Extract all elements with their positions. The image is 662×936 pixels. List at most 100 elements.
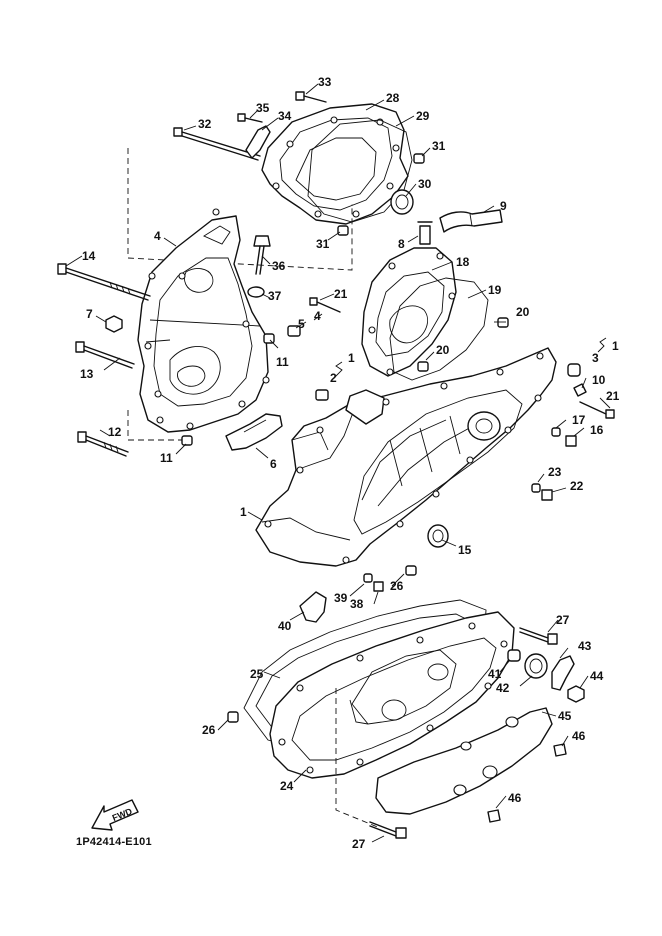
bolt-12 <box>77 431 129 457</box>
callout-14: 14 <box>82 249 96 263</box>
callout-31-upper: 31 <box>432 139 446 153</box>
dowel-20-right <box>497 317 509 328</box>
callout-23: 23 <box>548 465 562 479</box>
dipstick-36 <box>253 235 271 275</box>
dowel-41 <box>507 649 521 662</box>
dowel-2 <box>315 389 329 401</box>
callout-5: 5 <box>298 317 305 331</box>
bolt-38 <box>373 581 384 592</box>
o-ring-37 <box>247 286 265 298</box>
nut-7 <box>105 315 123 333</box>
callout-32: 32 <box>198 117 212 131</box>
dashed-guide-left <box>127 410 190 441</box>
bolt-46-lower <box>487 809 501 823</box>
callout-15: 15 <box>458 543 472 557</box>
callout-1-a: 1 <box>348 351 355 365</box>
oil-seal-15 <box>427 524 449 548</box>
callout-21-right: 21 <box>606 389 620 403</box>
callout-1-main: 1 <box>240 505 247 519</box>
bolt-32 <box>173 127 261 161</box>
callout-36: 36 <box>272 259 286 273</box>
callout-16: 16 <box>590 423 604 437</box>
callout-19: 19 <box>488 283 502 297</box>
dowel-20-lower <box>417 361 429 372</box>
nut-44 <box>567 685 585 703</box>
bolt-27-upper <box>519 627 558 645</box>
callout-39: 39 <box>334 591 348 605</box>
leader-lines <box>65 83 611 843</box>
bolt-22 <box>541 489 553 501</box>
dowel-26-upper <box>405 565 417 576</box>
callout-41: 41 <box>488 667 502 681</box>
callout-30: 30 <box>418 177 432 191</box>
plate-43 <box>551 655 575 691</box>
callout-3: 3 <box>592 351 599 365</box>
callout-28: 28 <box>386 91 400 105</box>
dowel-11-upper <box>263 333 275 344</box>
callout-33: 33 <box>318 75 332 89</box>
callout-2: 2 <box>330 371 337 385</box>
callout-27-upper: 27 <box>556 613 570 627</box>
bolt-16 <box>565 435 577 447</box>
callout-17: 17 <box>572 413 586 427</box>
callout-10: 10 <box>592 373 606 387</box>
callout-4-left: 4 <box>154 229 161 243</box>
washer-23 <box>531 483 541 493</box>
callout-7: 7 <box>86 307 93 321</box>
bolt-27-lower <box>369 821 407 839</box>
dowel-26-lower <box>227 711 239 723</box>
callout-26-upper: 26 <box>390 579 404 593</box>
bolt-46-upper <box>553 743 567 757</box>
oil-seal-30 <box>390 189 414 215</box>
crankcase-cover-24 <box>269 611 515 779</box>
callout-20-right: 20 <box>516 305 530 319</box>
callout-31-lower: 31 <box>316 237 330 251</box>
callout-9: 9 <box>500 199 507 213</box>
callout-35: 35 <box>256 101 270 115</box>
bolt-33 <box>295 91 327 103</box>
callout-11-lower: 11 <box>160 451 173 465</box>
callout-25: 25 <box>250 667 264 681</box>
shield-45 <box>375 707 553 815</box>
clamp-34 <box>245 125 271 159</box>
callout-45: 45 <box>558 709 572 723</box>
clip-10 <box>573 383 587 397</box>
dashed-guide-lower <box>335 688 381 829</box>
callout-12: 12 <box>108 425 122 439</box>
dowel-11-lower <box>181 435 193 446</box>
diagram-code: 1P42414-E101 <box>76 836 152 848</box>
callout-13: 13 <box>80 367 94 381</box>
callout-24: 24 <box>280 779 294 793</box>
callout-21-upper: 21 <box>334 287 348 301</box>
bush-3 <box>567 363 581 377</box>
bolt-14 <box>57 263 151 301</box>
bolt-21-upper <box>309 297 341 313</box>
gasket-19 <box>389 277 489 381</box>
dowel-5 <box>287 325 301 337</box>
callout-38: 38 <box>350 597 364 611</box>
dowel-31-lower <box>337 225 349 236</box>
bolt-21-right <box>579 401 615 419</box>
bolt-13 <box>75 341 135 369</box>
callout-27-lower: 27 <box>352 837 366 851</box>
callout-34: 34 <box>278 109 292 123</box>
crankcase-left-half-4 <box>137 208 270 433</box>
bolt-35 <box>237 113 263 123</box>
guide-6 <box>225 413 283 451</box>
callout-4-right: 4 <box>314 309 321 323</box>
callout-18: 18 <box>456 255 470 269</box>
callout-22: 22 <box>570 479 584 493</box>
oil-seal-42 <box>524 653 548 679</box>
callout-6: 6 <box>270 457 277 471</box>
callout-20-lower: 20 <box>436 343 450 357</box>
callout-labels: 33 28 35 34 29 32 31 30 31 9 8 4 36 18 1… <box>80 75 620 851</box>
dowel-31-upper <box>413 153 425 164</box>
callout-46-upper: 46 <box>572 729 586 743</box>
callout-1-b: 1 <box>612 339 619 353</box>
washer-39 <box>363 573 373 583</box>
callout-42: 42 <box>496 681 510 695</box>
cover-18 <box>361 247 457 377</box>
fwd-arrow-icon: FWD <box>91 799 139 831</box>
washer-17 <box>551 427 561 437</box>
